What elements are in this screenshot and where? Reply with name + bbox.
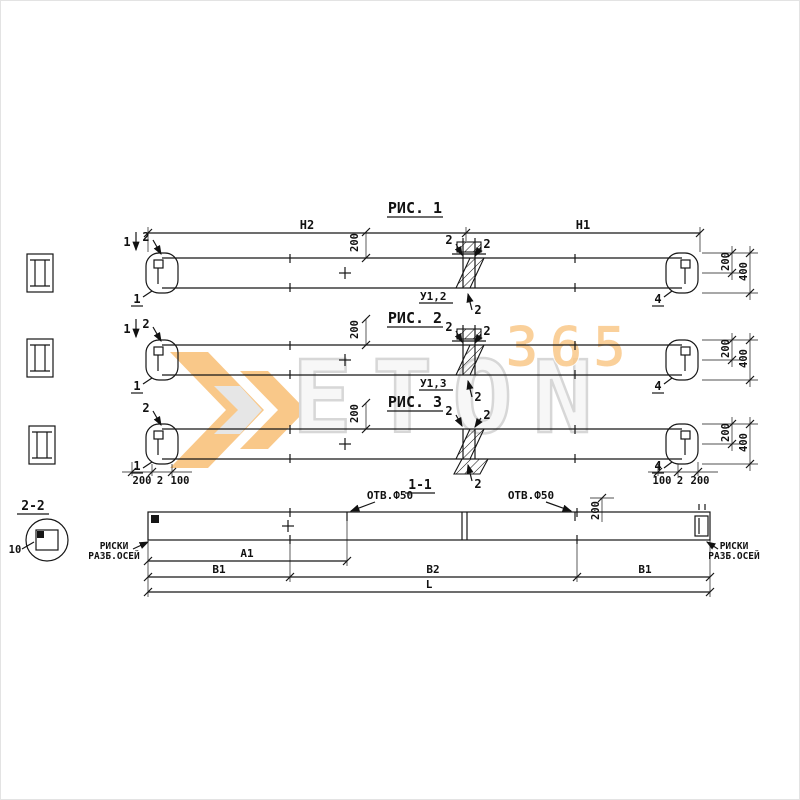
section-2-2: 2-2 10 <box>9 499 69 562</box>
fig3-left-dim-2: 2 <box>157 475 163 487</box>
figure-1: РИС. 1 Н2 Н1 1 2 2 2 2 200 200 400 У1,2 … <box>26 199 759 317</box>
sec11-hole-right-label: ОТВ.Ф50 <box>508 489 554 502</box>
sec22-dim-10: 10 <box>9 544 22 556</box>
fig1-mark-leaders <box>142 290 673 298</box>
watermark-number-text: 365 <box>505 315 636 380</box>
sec11-risks-right-line1: РИСКИ <box>720 541 749 552</box>
watermark: ETON 365 <box>170 315 636 468</box>
fig2-mark-left: 1 <box>133 379 140 393</box>
fig1-cross-section <box>26 253 54 293</box>
sec11-risks-left-line1: РИСКИ <box>100 541 129 552</box>
fig2-cut1-label: 1 <box>123 322 130 336</box>
fig2-cross-section <box>26 338 54 378</box>
fig3-dim-200-mid: 200 <box>349 404 361 423</box>
fig1-cut1-label: 1 <box>123 235 130 249</box>
fig1-cut2-center-label-b: 2 <box>483 237 490 251</box>
fig2-cut2-arrow <box>153 327 161 341</box>
sec11-dim-b2: В2 <box>426 563 439 576</box>
sec11-hole-left-label: ОТВ.Ф50 <box>367 489 413 502</box>
fig3-height-400: 400 <box>738 433 750 452</box>
fig3-cut2-center-label-a: 2 <box>445 404 452 418</box>
sec11-embed-plate <box>151 515 159 523</box>
fig2-cut2-below-label: 2 <box>474 390 481 404</box>
fig2-cut2-left-label: 2 <box>142 317 149 331</box>
fig3-title: РИС. 3 <box>388 393 442 411</box>
fig2-joint-label: У1,3 <box>420 377 447 390</box>
fig2-height-400: 400 <box>738 349 750 368</box>
fig2-title: РИС. 2 <box>388 309 442 327</box>
fig3-cross-section <box>28 425 56 465</box>
sec11-dim-200: 200 <box>590 501 602 520</box>
fig1-cut2-arrow <box>153 240 161 254</box>
fig3-mark-left: 1 <box>133 459 140 473</box>
section-1-1: 1-1 ОТВ.Ф50 ОТВ.Ф50 200 РИСКИ <box>88 478 760 597</box>
fig1-mark-right: 4 <box>654 292 661 306</box>
fig1-beam <box>145 252 699 294</box>
fig3-left-dim-200: 200 <box>133 475 152 487</box>
fig2-height-200: 200 <box>720 339 732 358</box>
figure-3: РИС. 3 2 2 2 2 200 200 400 1 4 200 2 100 <box>28 393 759 491</box>
sec11-title: 1-1 <box>408 478 432 493</box>
fig1-cut2-left-label: 2 <box>142 230 149 244</box>
fig3-right-dim-2: 2 <box>677 475 683 487</box>
sec22-embed-plate <box>37 531 44 538</box>
fig3-left-dim-100: 100 <box>171 475 190 487</box>
fig2-mark-right: 4 <box>654 379 661 393</box>
sec11-dim-b1-right: В1 <box>638 563 652 576</box>
watermark-chevron-small-icon <box>240 371 306 449</box>
fig2-dim-200-mid: 200 <box>349 320 361 339</box>
sec22-title: 2-2 <box>21 499 44 514</box>
figure-2: РИС. 2 1 2 2 2 2 200 200 400 У1,3 1 4 <box>26 309 759 404</box>
fig1-dim-h2: Н2 <box>300 218 314 232</box>
fig1-height-200: 200 <box>720 252 732 271</box>
sec11-dim-l: L <box>426 578 433 591</box>
watermark-brand-text: ETON <box>292 339 613 456</box>
sec11-dim-b1-left: В1 <box>212 563 226 576</box>
fig1-joint-label: У1,2 <box>420 290 447 303</box>
fig3-height-200: 200 <box>720 423 732 442</box>
fig2-cut2-center-label-a: 2 <box>445 320 452 334</box>
fig3-mark-leaders <box>142 461 673 469</box>
fig2-cut2-center-label-b: 2 <box>483 324 490 338</box>
sec11-risks-left-line2: РАЗБ.ОСЕЙ <box>88 550 140 562</box>
fig3-cut2-center-label-b: 2 <box>483 408 490 422</box>
fig1-cut2-center-label-a: 2 <box>445 233 452 247</box>
fig3-cut2-below-label: 2 <box>474 477 481 491</box>
fig3-right-dim-200: 200 <box>691 475 710 487</box>
fig1-dim-h1: Н1 <box>576 218 590 232</box>
fig1-height-400: 400 <box>738 262 750 281</box>
fig1-title: РИС. 1 <box>388 199 442 217</box>
fig1-dim-200-mid: 200 <box>349 233 361 252</box>
fig1-mark-left: 1 <box>133 292 140 306</box>
fig3-cut2-arrow <box>153 411 161 425</box>
fig3-right-dim-100: 100 <box>653 475 672 487</box>
sec11-risks-right-line2: РАЗБ.ОСЕЙ <box>708 550 760 562</box>
fig1-below-cut-arrow <box>468 294 472 310</box>
watermark-chevron-gray-icon <box>214 386 262 434</box>
fig3-cut2-left-label: 2 <box>142 401 149 415</box>
sec11-dim-a1: А1 <box>240 547 254 560</box>
fig1-cut2-below-label: 2 <box>474 303 481 317</box>
